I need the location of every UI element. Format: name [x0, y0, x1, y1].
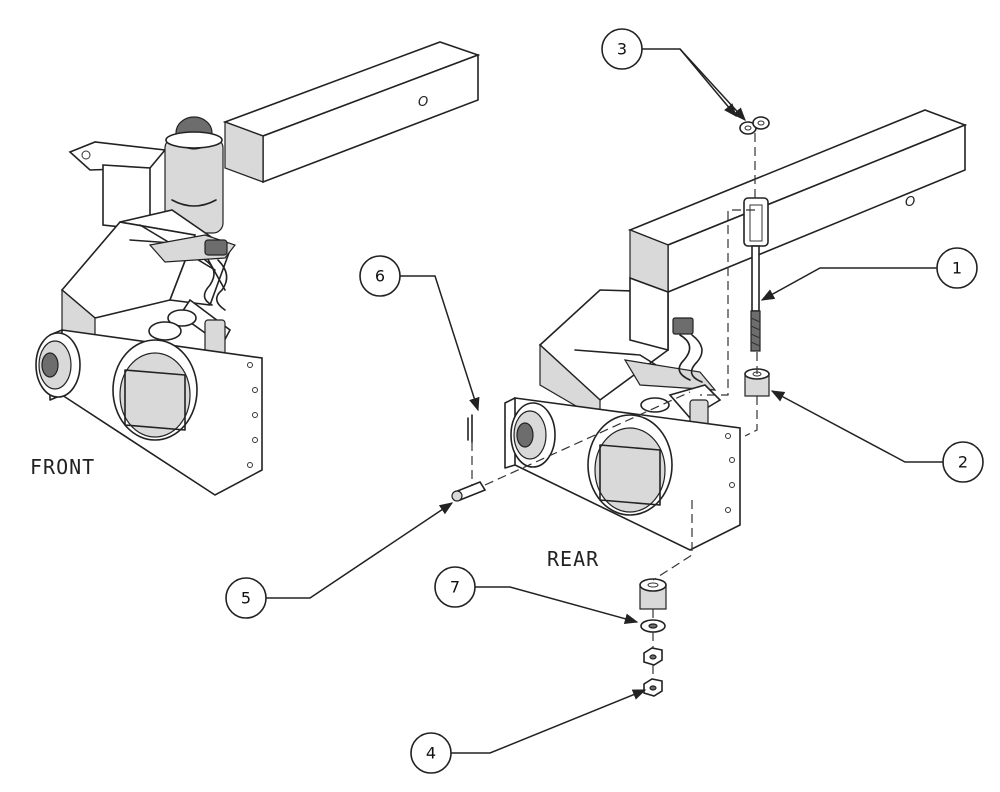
- part-7-bushing: [639, 578, 667, 610]
- callout-4: 4: [410, 732, 452, 774]
- front-beam: O: [222, 41, 481, 184]
- front-top-plate: [68, 141, 167, 171]
- rear-hub: [510, 402, 556, 468]
- callout-6: 6: [359, 255, 401, 297]
- front-view-label: FRONT: [30, 455, 95, 479]
- rear-view-label: REAR: [547, 547, 599, 571]
- callout-6-label: 6: [375, 267, 385, 286]
- callout-2-label: 2: [958, 453, 968, 472]
- part-1-clevis-rod: [743, 197, 769, 352]
- callout-3: 3: [601, 28, 643, 70]
- callout-3-label: 3: [617, 40, 627, 59]
- front-face-plate: [49, 329, 263, 496]
- callout-1: 1: [936, 247, 978, 289]
- callout-4-label: 4: [426, 744, 436, 763]
- front-assembly: O: [30, 41, 481, 496]
- part-3-washers: [739, 116, 770, 135]
- part-7-washer: [640, 619, 666, 633]
- callout-1-label: 1: [952, 259, 962, 278]
- callout-5-label: 5: [241, 589, 251, 608]
- front-beam-mark: O: [418, 95, 428, 110]
- rear-assembly: O: [504, 109, 968, 571]
- part-6-cotter-pin: [467, 414, 473, 443]
- callout-leaders: [265, 48, 943, 754]
- callout-2: 2: [942, 441, 984, 483]
- rear-beam-mark: O: [905, 195, 915, 210]
- rear-face-plate: [504, 397, 741, 551]
- callout-5: 5: [225, 577, 267, 619]
- part-5-clevis-pin: [451, 481, 487, 502]
- callout-7: 7: [434, 566, 476, 608]
- assembly-lines: [471, 133, 758, 679]
- rear-beam: O: [627, 109, 968, 294]
- callout-7-label: 7: [450, 578, 460, 597]
- front-air-spring: [164, 116, 224, 234]
- front-hub: [35, 332, 81, 398]
